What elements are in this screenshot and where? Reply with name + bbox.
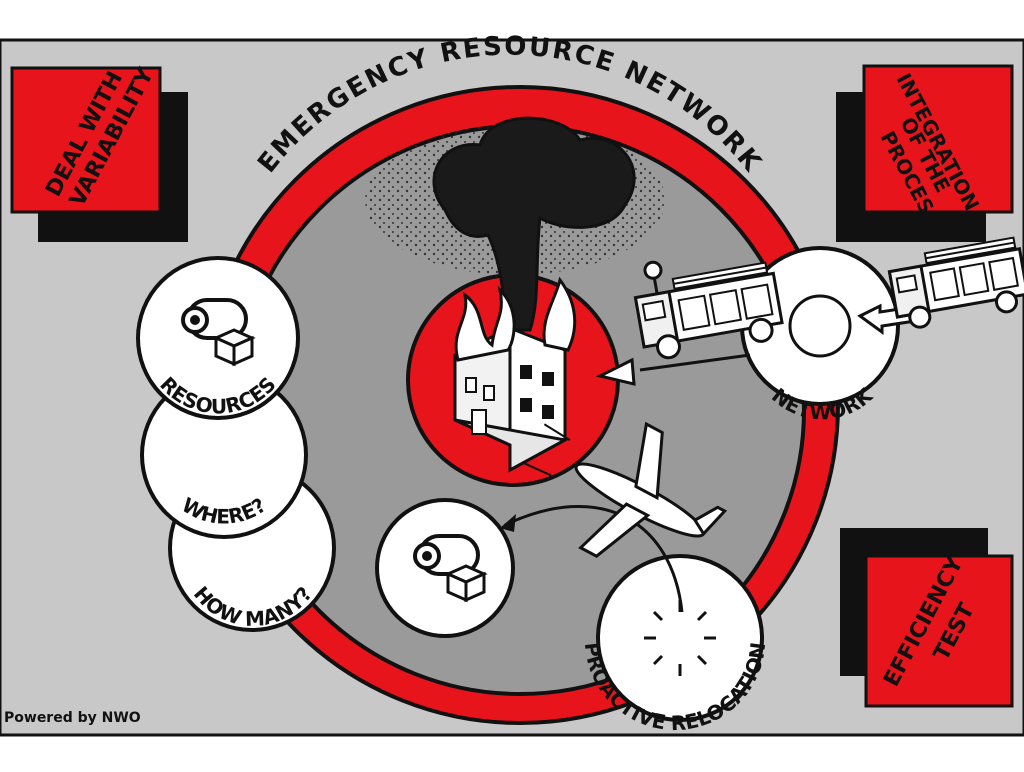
airplane-icon xyxy=(523,421,728,558)
network-node-icon xyxy=(788,294,852,358)
relocation-arrowhead xyxy=(500,514,516,532)
ambulance-station-icon xyxy=(181,298,256,367)
fire-truck-incoming-icon xyxy=(887,236,1024,329)
corner-box-top-left: DEAL WITH VARIABILITY xyxy=(10,63,188,242)
relocated-ambulance-station-icon xyxy=(413,534,488,603)
corner-box-bottom-right: EFFICIENCY TEST xyxy=(840,528,1014,708)
fire-truck-icon xyxy=(633,260,784,360)
dispatch-arrow xyxy=(639,353,751,372)
burning-building-icon xyxy=(453,276,577,473)
footer-powered-by: Powered by NWO xyxy=(4,710,141,726)
smoke-cloud-icon xyxy=(432,116,636,332)
dispatch-arrowhead xyxy=(595,357,636,386)
bubble-proactive-relocation xyxy=(596,554,764,722)
corner-box-top-right: INTEGRATION OF THE PROCES xyxy=(836,64,1014,242)
